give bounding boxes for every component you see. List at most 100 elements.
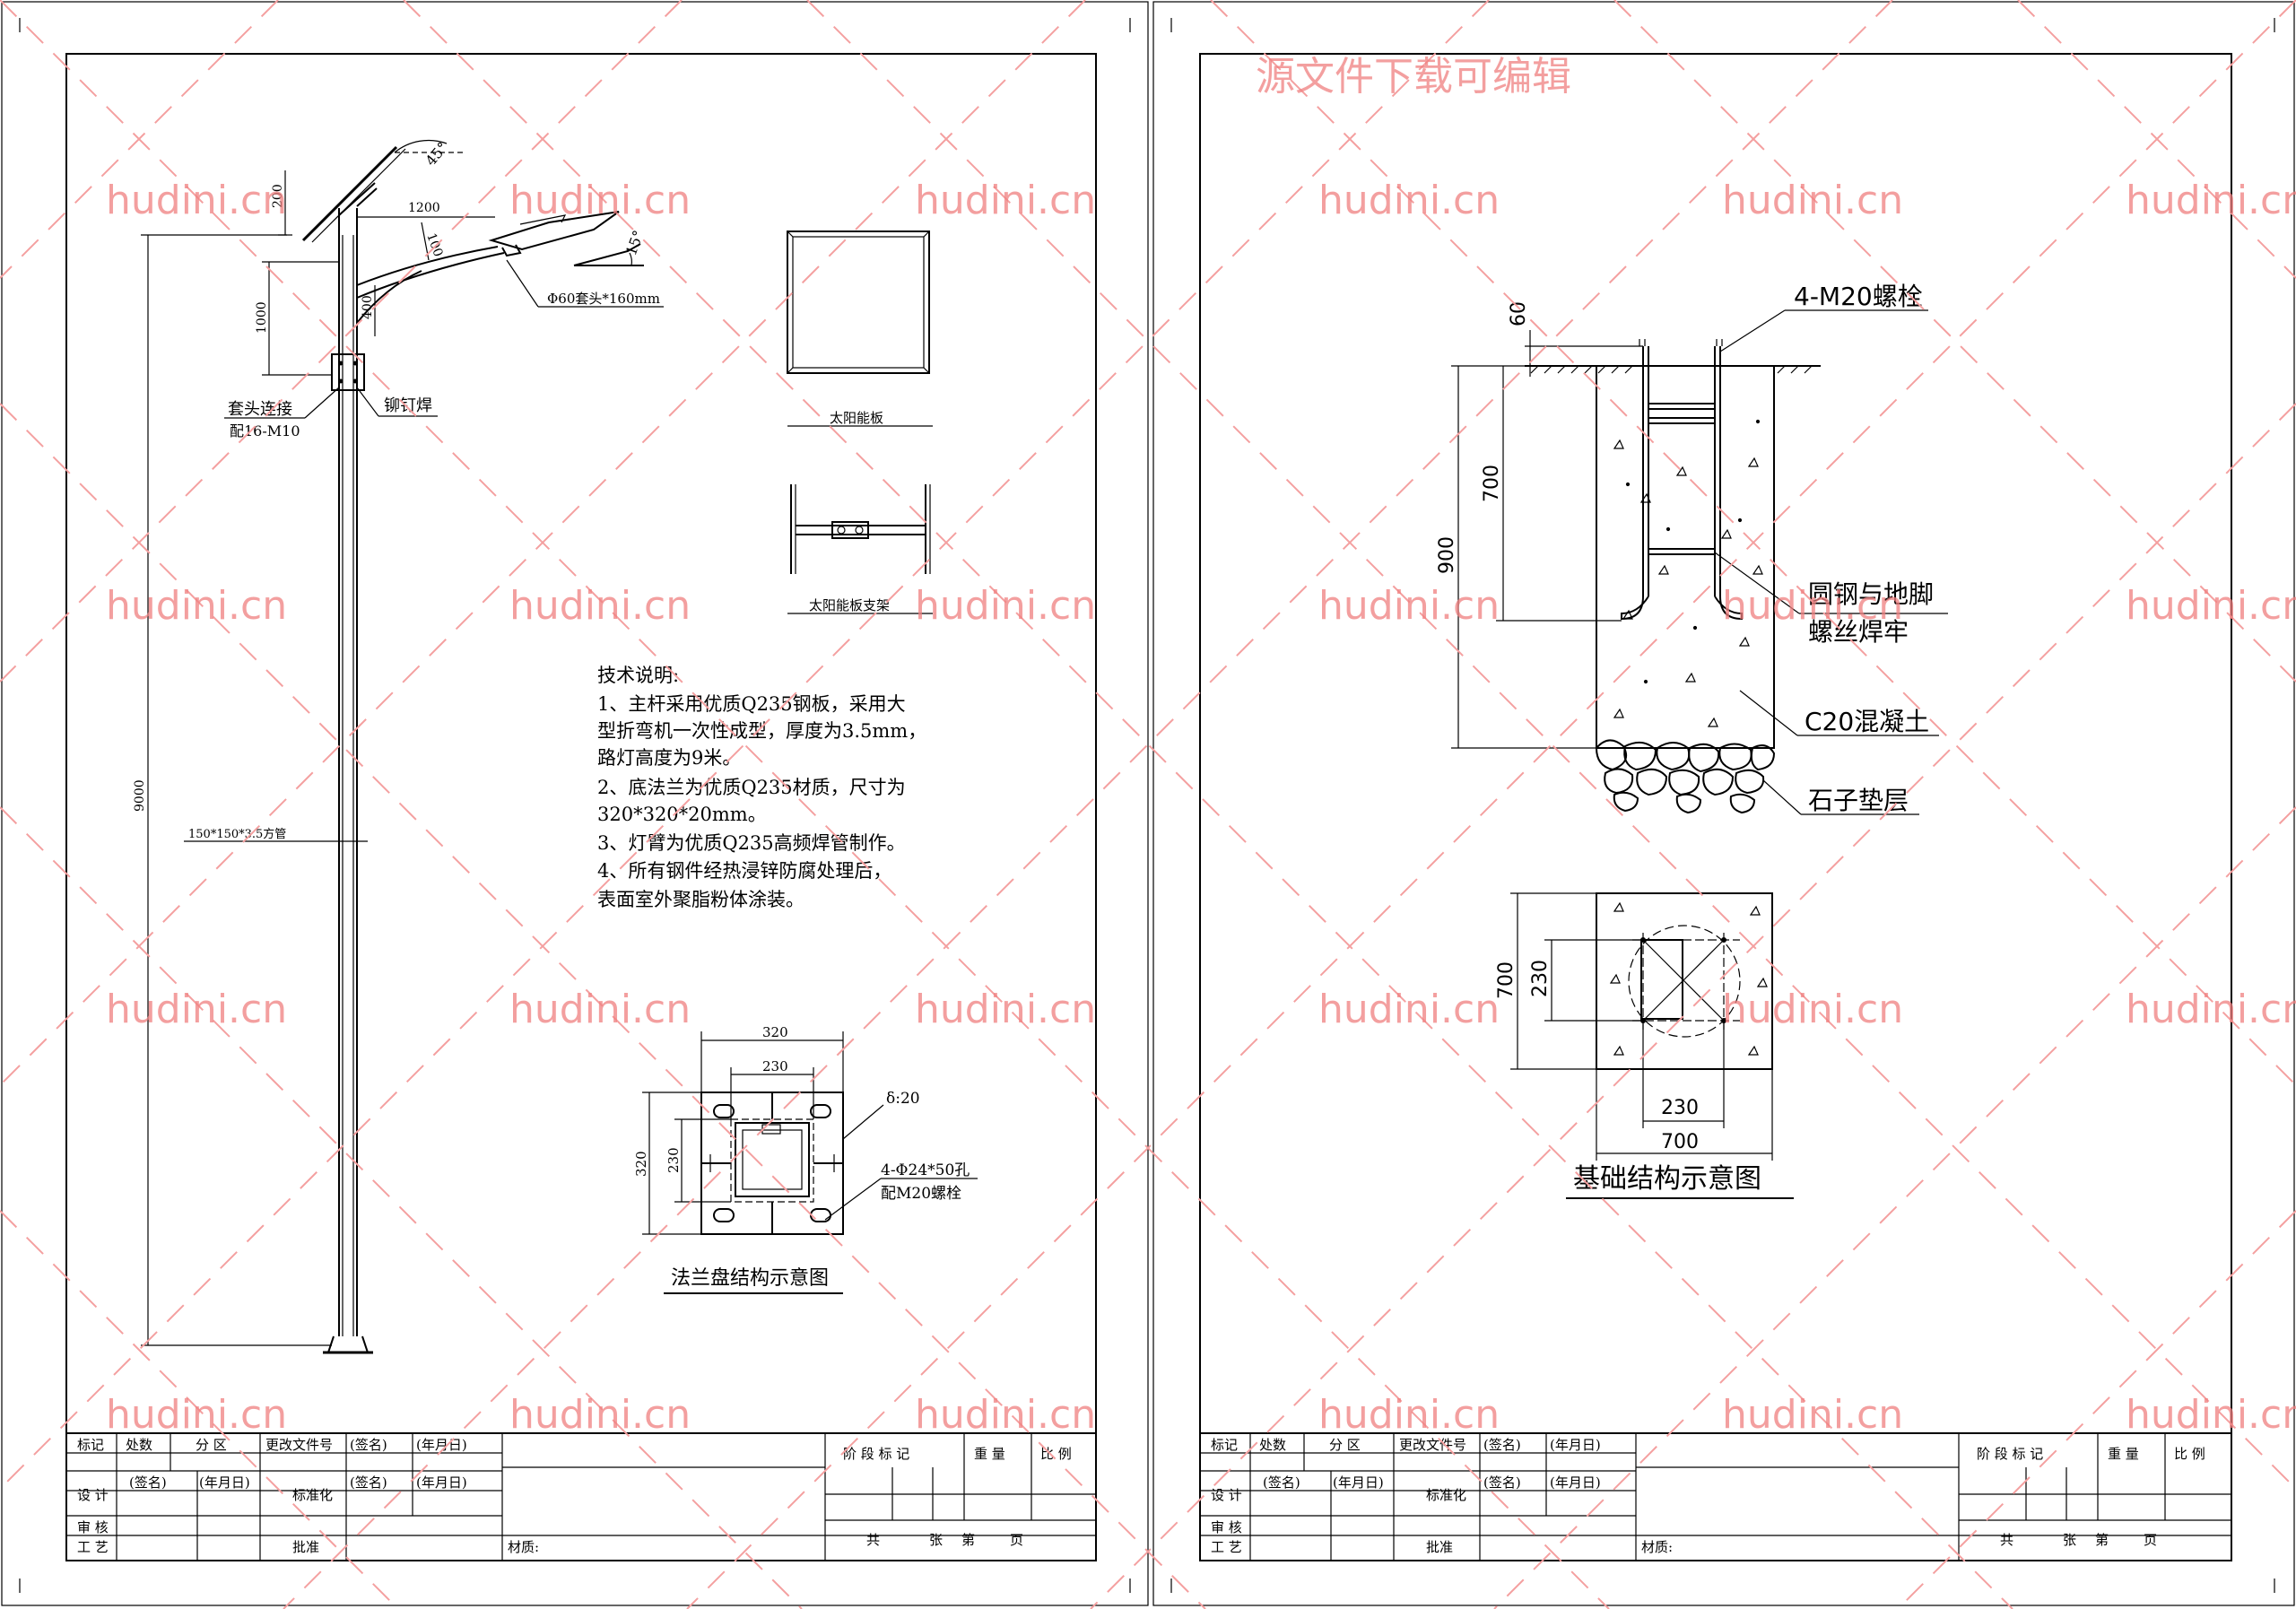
tb-jieduan: 阶 段 标 记 [1977, 1446, 2043, 1462]
tb-pizhun: 批准 [292, 1539, 319, 1555]
plan-dim-230-bottom: 230 [1661, 1097, 1699, 1119]
tb-nianyueri: (年月日) [416, 1437, 467, 1453]
tech-note-line: 路灯高度为9米。 [597, 747, 741, 769]
watermark-site: hudini.cn [1722, 583, 1903, 629]
foundation-dim-900: 900 [1436, 536, 1458, 574]
tb-gongyi: 工 艺 [77, 1539, 109, 1555]
watermark-site: hudini.cn [1318, 583, 1500, 629]
tb-gengai: 更改文件号 [1399, 1437, 1466, 1453]
flange-title: 法兰盘结构示意图 [671, 1267, 829, 1290]
foundation-dim-60: 60 [1508, 301, 1530, 326]
tb-qianming: (签名) [350, 1437, 387, 1453]
tb-di: 第 [2095, 1532, 2109, 1548]
tb-cailiao: 材质: [1641, 1539, 1673, 1555]
plan-dim-700: 700 [1495, 961, 1518, 999]
tech-note-line: 1、主杆采用优质Q235钢板，采用大 [597, 693, 906, 715]
dim-45: 45° [422, 139, 452, 170]
watermark-site: hudini.cn [1722, 178, 1903, 223]
tb-qianming: (签名) [129, 1474, 167, 1491]
tb-nianyueri: (年月日) [1333, 1474, 1384, 1491]
gravel-layer [1595, 739, 1776, 814]
tb-sheji: 设 计 [77, 1487, 109, 1503]
watermark-site: hudini.cn [106, 1392, 287, 1438]
tb-cailiao: 材质: [508, 1539, 539, 1555]
tech-notes-heading: 技术说明: [597, 665, 679, 686]
watermark-site: hudini.cn [915, 178, 1096, 223]
street-light-labels: Φ60套头*160mm 套头连接 配16-M10 铆钉焊 150*150*3.5… [188, 259, 664, 841]
street-light-dimensions: 200 45° 1200 100 15° 1000 400 9000 [133, 139, 648, 1346]
label-gravel: 石子垫层 [1808, 786, 1909, 815]
tb-qianming: (签名) [1483, 1474, 1521, 1491]
tech-notes: 技术说明: 1、主杆采用优质Q235钢板，采用大 型折弯机一次性成型，厚度为3.… [597, 665, 926, 910]
label-rivet-weld: 铆钉焊 [384, 396, 432, 415]
flange-dim-320-left: 320 [633, 1151, 649, 1177]
tb-zhongliang: 重 量 [974, 1446, 1005, 1462]
watermark-site: hudini.cn [509, 178, 691, 223]
tb-chushu: 处数 [126, 1437, 152, 1453]
street-light-elevation [301, 145, 644, 1354]
dim-1000: 1000 [255, 301, 269, 334]
label-solar-bracket: 太阳能板支架 [809, 597, 890, 613]
watermark-site: hudini.cn [2126, 1392, 2296, 1438]
foundation-dim-700: 700 [1481, 465, 1503, 502]
watermark-site: hudini.cn [2126, 583, 2296, 629]
tb-ye: 页 [2144, 1532, 2157, 1548]
watermark-site: hudini.cn [2126, 178, 2296, 223]
foundation-section: 60 700 900 [1436, 301, 1821, 814]
label-anchor-bolt: 4-M20螺栓 [1794, 282, 1923, 311]
tb-zhongliang: 重 量 [2108, 1446, 2139, 1462]
tb-nianyueri: (年月日) [416, 1474, 467, 1491]
watermark-site: hudini.cn [106, 583, 287, 629]
tb-bili: 比 例 [1040, 1446, 1072, 1462]
watermark-site: hudini.cn [1722, 1392, 1903, 1438]
tb-gengai: 更改文件号 [265, 1437, 333, 1453]
tb-di: 第 [961, 1532, 975, 1548]
dim-15: 15° [622, 228, 648, 257]
concrete-speckle [1613, 419, 1763, 727]
tb-sheji: 设 计 [1211, 1487, 1242, 1503]
tb-nianyueri: (年月日) [1550, 1474, 1601, 1491]
label-concrete: C20混凝土 [1805, 707, 1929, 736]
tb-zhang: 张 [2063, 1532, 2076, 1548]
label-sleeve-joint: 套头连接 [228, 400, 292, 419]
tech-note-line: 3、灯臂为优质Q235高频焊管制作。 [597, 832, 906, 854]
tb-qianming: (签名) [1263, 1474, 1300, 1491]
label-lamp-head: Φ60套头*160mm [547, 291, 660, 307]
watermark-site: hudini.cn [509, 583, 691, 629]
watermark-site: hudini.cn [2126, 987, 2296, 1032]
tb-fenqu: 分 区 [196, 1437, 227, 1453]
tb-gong: 共 [866, 1532, 880, 1548]
flange-thickness: δ:20 [886, 1090, 920, 1108]
foundation-plan: 700 230 230 700 基础结构示意图 [1495, 892, 1794, 1199]
tb-qianming: (签名) [1483, 1437, 1521, 1453]
tech-note-line: 表面室外聚脂粉体涂装。 [597, 889, 804, 910]
tb-zhang: 张 [929, 1532, 943, 1548]
tb-pizhun: 批准 [1426, 1539, 1453, 1555]
watermark-site: hudini.cn [1318, 178, 1500, 223]
tb-gong: 共 [2000, 1532, 2013, 1548]
dim-400: 400 [361, 295, 375, 319]
watermark-site: hudini.cn [106, 987, 287, 1032]
watermark-site: hudini.cn [1318, 1392, 1500, 1438]
dim-9000: 9000 [133, 779, 147, 812]
solar-panel-view: 太阳能板 [787, 230, 933, 427]
label-solar-panel: 太阳能板 [830, 410, 883, 426]
title-block-left: 标记 处数 分 区 更改文件号 (签名) (年月日) 设 计 (签名) (年月日… [65, 1432, 1097, 1561]
watermark-site: hudini.cn [106, 178, 287, 223]
tb-qianming: (签名) [350, 1474, 387, 1491]
tb-jieduan: 阶 段 标 记 [843, 1446, 909, 1462]
tb-gongyi: 工 艺 [1211, 1539, 1242, 1555]
foundation-labels: 4-M20螺栓 圆钢与地脚 螺丝焊牢 C20混凝土 石子垫层 [1714, 282, 1948, 815]
watermark-site: hudini.cn [509, 987, 691, 1032]
plan-dim-230: 230 [1529, 960, 1552, 997]
tb-nianyueri: (年月日) [1550, 1437, 1601, 1453]
tb-shenhe: 审 核 [1211, 1519, 1242, 1535]
dim-1200: 1200 [408, 201, 440, 215]
plan-dim-700-bottom: 700 [1661, 1131, 1699, 1153]
watermark-site: hudini.cn [1318, 987, 1500, 1032]
label-weld-line2: 螺丝焊牢 [1808, 617, 1909, 647]
tech-note-line: 2、底法兰为优质Q235材质，尺寸为 [597, 777, 906, 798]
